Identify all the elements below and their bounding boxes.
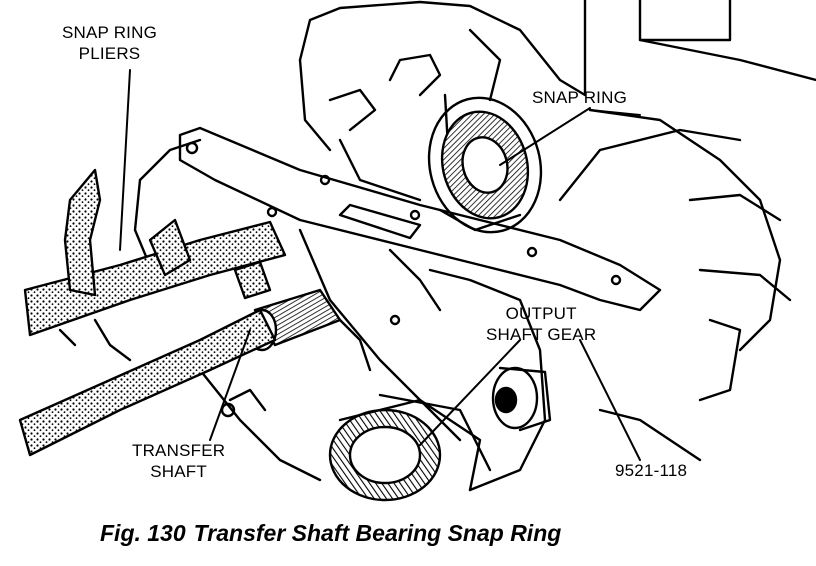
snap-ring [427, 96, 543, 234]
part-number-text: 9521-118 [615, 461, 688, 480]
figure-caption: Fig. 130 Transfer Shaft Bearing Snap Ring [100, 520, 569, 547]
label-transfer-shaft-line1: TRANSFER [132, 441, 226, 460]
case-housing [298, 0, 816, 462]
label-snap-ring-pliers: SNAP RING PLIERS [62, 22, 157, 64]
case-boss [491, 366, 552, 432]
label-output-shaft-gear-line2: SHAFT GEAR [486, 325, 597, 344]
label-transfer-shaft: TRANSFER SHAFT [132, 440, 225, 482]
part-number: 9521-118 [615, 460, 687, 481]
label-output-shaft-gear: OUTPUT SHAFT GEAR [486, 303, 596, 345]
label-snap-ring-pliers-line2: PLIERS [78, 44, 141, 63]
leader-lines [119, 69, 641, 461]
label-snap-ring-pliers-line1: SNAP RING [62, 23, 158, 42]
caption-title: Transfer Shaft Bearing Snap Ring [193, 520, 562, 546]
case-flange [178, 126, 662, 312]
label-snap-ring-text: SNAP RING [532, 88, 628, 107]
label-transfer-shaft-line2: SHAFT [150, 462, 207, 481]
label-snap-ring: SNAP RING [532, 87, 627, 108]
output-shaft-gear [328, 393, 492, 502]
caption-fig-number: Fig. 130 [100, 520, 186, 546]
snap-ring-pliers [18, 168, 287, 457]
label-output-shaft-gear-line1: OUTPUT [505, 304, 577, 323]
